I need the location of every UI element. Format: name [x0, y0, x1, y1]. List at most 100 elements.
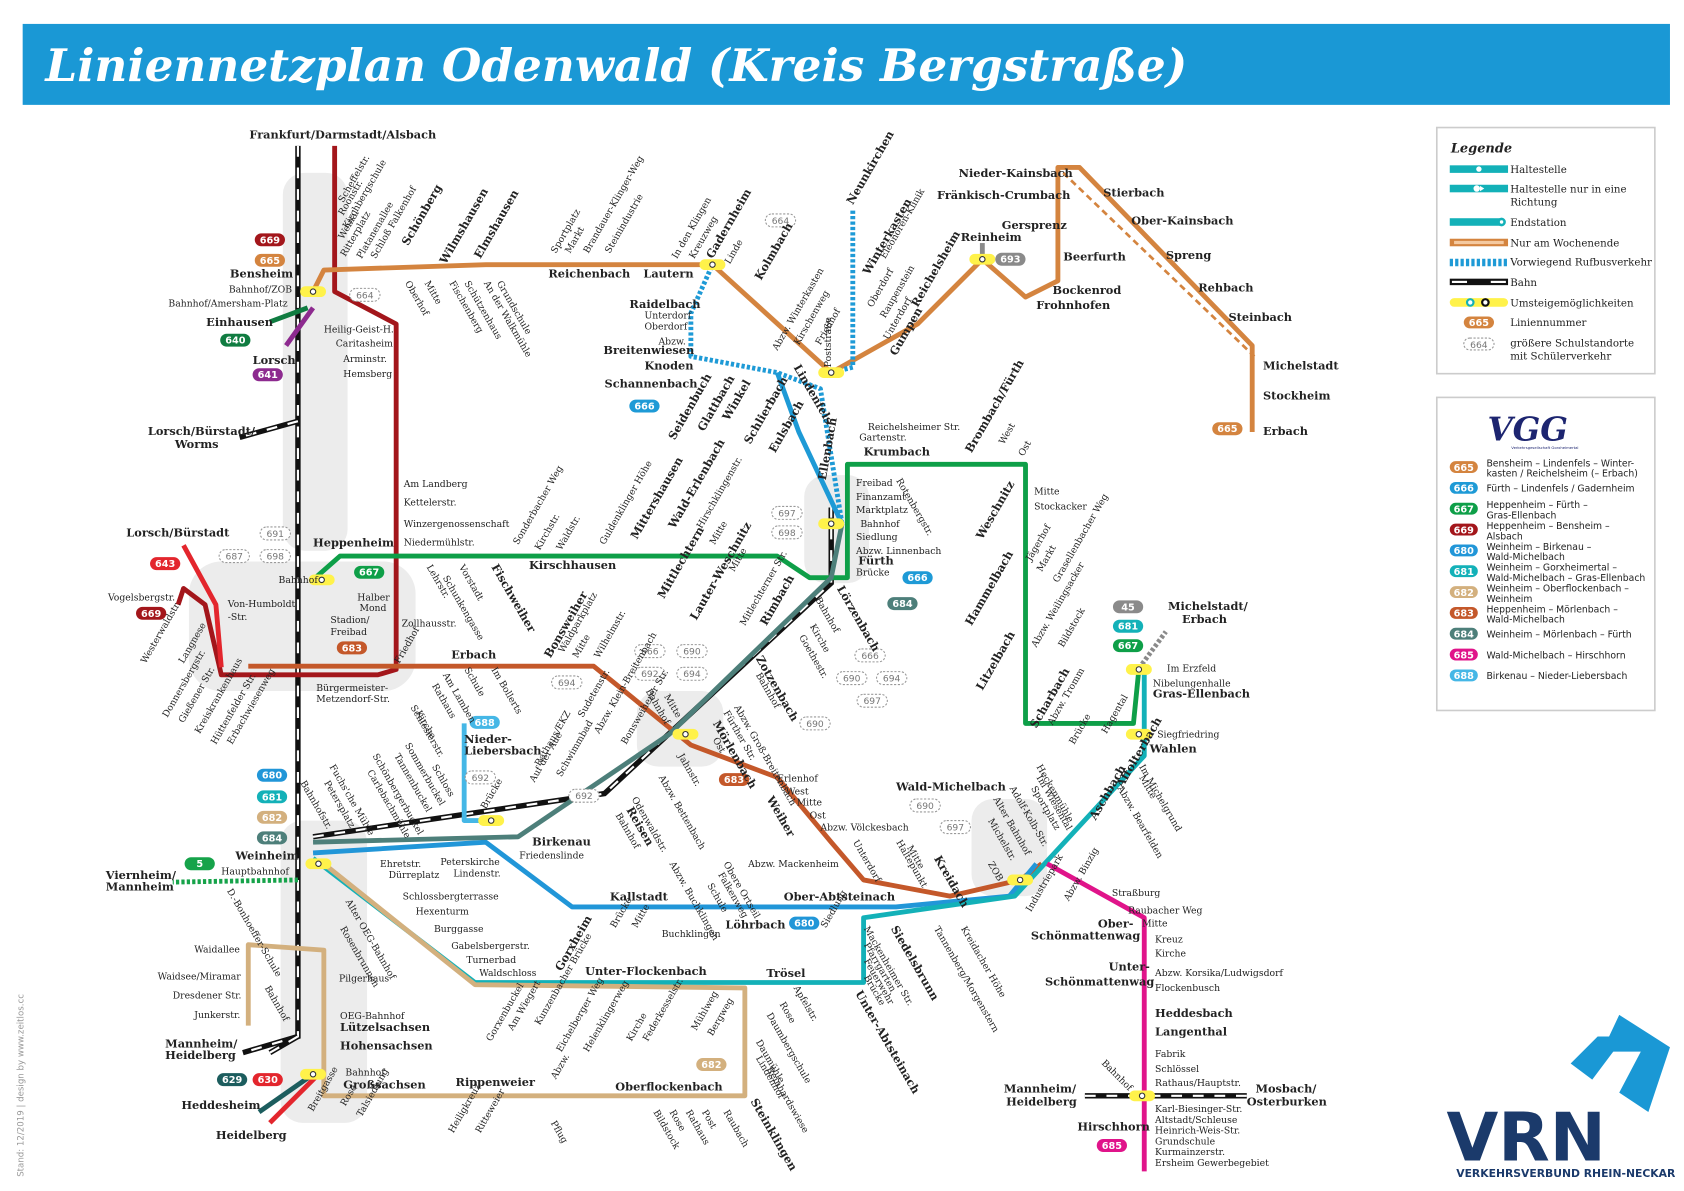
line-badge-number: 694	[558, 678, 576, 689]
line-badge-690: 690	[909, 798, 941, 813]
stop-label: Turnerbad	[466, 955, 516, 966]
stop-label: Halber	[357, 592, 390, 603]
line-number: 666	[1454, 484, 1475, 495]
vgg-logo-subtitle: Verkehrsgesellschaft Gorxheimertal	[1511, 446, 1578, 450]
line-description: Birkenau – Nieder-Liebersbach	[1486, 671, 1627, 682]
line-number: 682	[1454, 588, 1474, 599]
line-badge-641: 641	[252, 368, 283, 382]
place-label: Ober-Abtsteinach	[784, 889, 895, 903]
place-label: Nieder-Kainsbach	[959, 166, 1073, 180]
place-label: Fränkisch-Crumbach	[937, 188, 1070, 202]
transfer-stop	[1138, 1092, 1146, 1100]
line-badge-number: 664	[772, 216, 790, 227]
line-number-badge	[1449, 461, 1478, 473]
place-label: Hohensachsen	[340, 1038, 433, 1052]
transfer-stop	[709, 261, 716, 268]
stop-label: -Str.	[228, 612, 248, 623]
legend-label: Umsteigemöglichkeiten	[1510, 298, 1634, 310]
stop-label: Arminstr.	[342, 354, 387, 365]
place-label: Spreng	[1166, 248, 1212, 262]
transfer-stop	[309, 288, 317, 295]
line-description: kasten / Reichelsheim (– Erbach)	[1486, 469, 1637, 480]
place-label: Reinheim	[961, 230, 1022, 244]
stop-label: Abzw. Linnenbach	[855, 546, 941, 557]
stop-label: Zollhausstr.	[402, 618, 457, 629]
stop-label: Bahnhof	[279, 575, 319, 586]
transfer-stop	[487, 817, 495, 824]
line-badge-number: 693	[1000, 255, 1020, 266]
stop-label: Dürreplatz	[389, 870, 440, 881]
line-number-badge	[1449, 586, 1478, 598]
line-number: 667	[1454, 504, 1474, 515]
place-label: Reichenbach	[548, 267, 630, 281]
line-badge-number: 698	[778, 528, 796, 539]
line-number-badge	[1449, 544, 1478, 557]
legend-transfer-symbol	[1449, 298, 1509, 307]
stop-label: Ost	[810, 810, 826, 821]
line-description: Bensheim – Lindenfels – Winter-	[1486, 459, 1634, 470]
place-label: Kirschhausen	[529, 558, 616, 572]
line-badge-690: 690	[799, 716, 831, 731]
stop-label: Kirche	[1155, 949, 1186, 960]
place-label: Heidelberg	[1006, 1095, 1077, 1109]
route-640	[269, 305, 309, 325]
place-label: Lorsch/Bürstadt/	[148, 424, 256, 438]
place-label: Gras-Ellenbach	[1153, 687, 1250, 701]
place-label: Heddesheim	[181, 1098, 260, 1112]
place-label: Michelstadt	[1263, 358, 1339, 372]
line-badge-694: 694	[876, 671, 908, 686]
line-number: 680	[1454, 546, 1475, 557]
place-label: Trösel	[766, 966, 806, 980]
place-label: Frankfurt/Darmstadt/Alsbach	[249, 127, 436, 141]
line-badge-number: 697	[778, 508, 796, 519]
stop-label: Heilig-Geist-H.	[324, 325, 394, 336]
line-badge-number: 688	[475, 718, 496, 729]
stop-label: Bahnhof	[860, 519, 900, 530]
line-badge-number: 694	[683, 669, 701, 680]
line-badge-697: 697	[939, 820, 971, 835]
stop-label: Kettelerstr.	[404, 497, 457, 508]
stop-label: Schlossbergterrasse	[403, 891, 499, 902]
line-number: 685	[1454, 650, 1475, 661]
place-label: Bensheim	[230, 267, 293, 281]
line-badge-number: 45	[1121, 602, 1135, 613]
route-641	[284, 306, 316, 348]
line-badge-683: 683	[718, 773, 750, 787]
line-badge-685: 685	[1096, 1139, 1127, 1152]
title-banner: Liniennetzplan Odenwald (Kreis Bergstraß…	[22, 23, 1670, 105]
stop-label: Flockenbusch	[1155, 983, 1220, 994]
stop-label: Hemsberg	[343, 369, 392, 380]
stop-label: Peterskirche	[440, 857, 500, 868]
stop-label: Straßburg	[1112, 888, 1161, 899]
place-label: Unter-	[1109, 960, 1151, 974]
line-badge-number: 684	[892, 599, 913, 610]
place-label: Osterburken	[1247, 1095, 1327, 1109]
legend-label: größere Schulstandorte	[1510, 338, 1634, 350]
line-badge-number: 666	[641, 647, 659, 658]
line-number: 688	[1454, 671, 1475, 682]
vrn-name: VERKEHRSVERBUND RHEIN-NECKAR	[1456, 1167, 1676, 1180]
line-badge-688: 688	[469, 715, 500, 729]
transfer-stop	[1135, 730, 1143, 738]
place-label: Mannheim/	[165, 1036, 238, 1050]
line-badge-number: 680	[262, 771, 283, 782]
stop-label: Abzw.	[657, 337, 685, 348]
transfer-stop	[827, 369, 835, 376]
line-badge-number: 664	[356, 290, 374, 301]
place-label: Heidelberg	[165, 1048, 236, 1062]
line-badge-number: 665	[1217, 424, 1238, 435]
line-description: Heppenheim – Bensheim –	[1486, 521, 1610, 532]
place-label: Mannheim/	[1004, 1082, 1077, 1096]
line-number-badge	[1449, 669, 1478, 682]
line-badge-number: 680	[794, 919, 815, 930]
stop-label: Mitte	[797, 797, 823, 808]
place-label: Einhausen	[206, 315, 273, 329]
line-badge-666: 666	[902, 571, 933, 585]
line-badge-number: 681	[262, 792, 283, 803]
rail-line-dash	[239, 420, 299, 439]
place-label: Liebersbach	[464, 744, 541, 758]
